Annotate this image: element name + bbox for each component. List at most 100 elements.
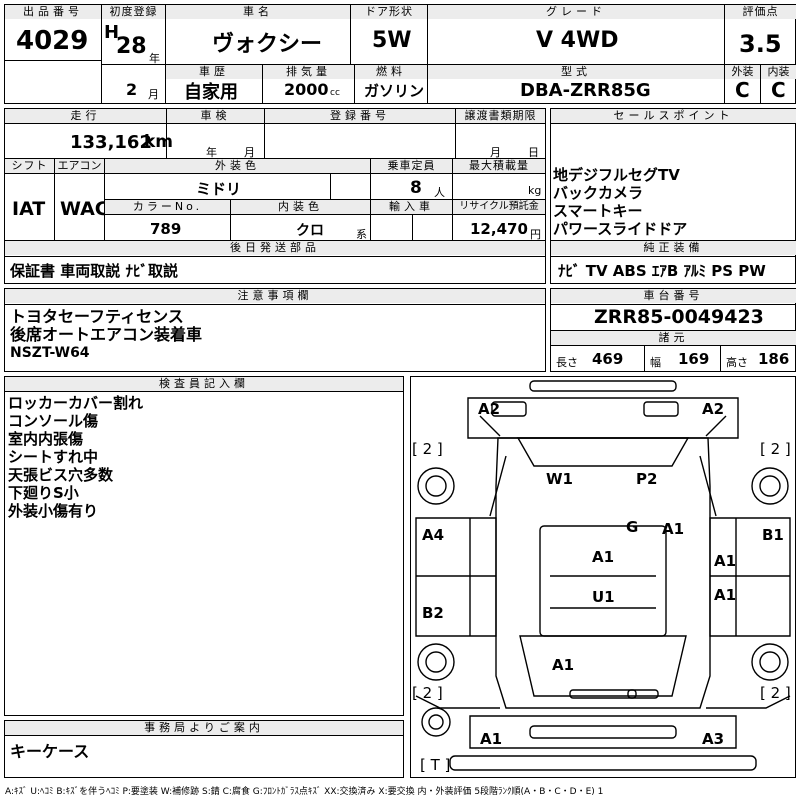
reg-year-unit: 年 xyxy=(149,52,160,65)
notes-label: 注意事項欄 xyxy=(5,289,545,303)
later-value: 保証書 車両取説 ﾅﾋﾞ取説 xyxy=(10,262,178,280)
sales-point: スマートキー xyxy=(553,202,643,220)
inspector-line: 外装小傷有り xyxy=(8,502,99,520)
regno-label: 登録番号 xyxy=(265,109,455,123)
mark-spare-tire: [ T ] xyxy=(420,756,451,774)
mark-b1: B1 xyxy=(762,526,784,544)
hgt-value: 186 xyxy=(758,350,790,368)
ac-label: エアコン xyxy=(55,159,104,173)
intcolor-unit: 系 xyxy=(356,228,367,241)
reg-label: 初度登録 xyxy=(102,5,165,19)
capacity-unit: 人 xyxy=(434,186,445,199)
mark-u1: U1 xyxy=(592,588,615,606)
detail-section xyxy=(4,108,546,284)
spec-label: 諸元 xyxy=(551,331,796,345)
mark-tire-rear-left: [ 2 ] xyxy=(412,684,443,702)
office-label: 事務局よりご案内 xyxy=(5,721,403,735)
reg-era: H xyxy=(104,22,120,43)
sales-point: バックカメラ xyxy=(553,184,644,202)
lot-number: 4029 xyxy=(16,26,89,56)
equip-label: 純正装備 xyxy=(551,241,796,255)
transfer-month-unit: 月 xyxy=(490,146,501,159)
model-label: 型式 xyxy=(428,65,724,79)
car-diagram-box xyxy=(410,376,796,778)
insp-year-unit: 年 xyxy=(206,146,217,159)
inspector-lines: ロッカーカバー割れ コンソール傷 室内内張傷 シートすれ中 天張ビス穴多数 下廻… xyxy=(8,394,143,520)
sales-label: セールスポイント xyxy=(551,109,796,123)
inspector-line: 室内内張傷 xyxy=(8,430,84,448)
notes-lines: トヨタセーフティセンス 後席オートエアコン装着車 NSZT-W64 xyxy=(10,308,202,362)
score-value: 3.5 xyxy=(739,30,782,58)
sales-point: パワースライドドア xyxy=(553,220,688,238)
grade-value: V 4WD xyxy=(536,28,619,53)
mark-a2-front-left: A2 xyxy=(478,400,501,418)
mark-a1-rdoor1: A1 xyxy=(714,552,737,570)
len-label: 長さ xyxy=(556,356,578,369)
transfer-label: 譲渡書類期限 xyxy=(456,109,545,123)
color-label: 外装色 xyxy=(105,159,370,173)
capacity-label: 乗車定員 xyxy=(371,159,452,173)
score-label: 評価点 xyxy=(725,5,796,19)
wid-value: 169 xyxy=(678,350,710,368)
sales-box xyxy=(550,108,796,284)
mark-a1-hood: A1 xyxy=(662,520,685,538)
intcolor-label: 内装色 xyxy=(231,200,370,214)
inspection-label: 車検 xyxy=(167,109,264,123)
reg-month-unit: 月 xyxy=(148,88,159,101)
mark-w1: W1 xyxy=(546,470,573,488)
wid-label: 幅 xyxy=(650,356,661,369)
top-section xyxy=(4,4,796,104)
later-label: 後日発送部品 xyxy=(5,241,545,255)
mark-tire-front-right: [ 2 ] xyxy=(760,440,791,458)
mark-a1-roof: A1 xyxy=(592,548,615,566)
import-label: 輸入車 xyxy=(371,200,452,214)
equip-value: ﾅﾋﾞ TV ABS ｴｱB ｱﾙﾐ PS PW xyxy=(558,262,766,280)
inspector-box xyxy=(4,376,404,716)
load-label: 最大積載量 xyxy=(453,159,545,173)
mark-a1-tail: A1 xyxy=(552,656,575,674)
door-type: 5W xyxy=(372,28,412,53)
chassis-number: ZRR85-0049423 xyxy=(594,306,764,328)
color-value: ミドリ xyxy=(196,180,242,198)
km-unit: km xyxy=(144,132,174,152)
mark-tire-front-left: [ 2 ] xyxy=(412,440,443,458)
recycle-value: 12,470 xyxy=(470,220,528,238)
notes-box xyxy=(4,288,546,372)
mark-a1-rear-left: A1 xyxy=(480,730,503,748)
transfer-day-unit: 日 xyxy=(528,146,539,159)
chassis-label: 車台番号 xyxy=(551,289,796,303)
mileage-label: 走行 xyxy=(5,109,166,123)
mark-a1-rdoor2: A1 xyxy=(714,586,737,604)
model-value: DBA-ZRR85G xyxy=(520,80,651,101)
history-value: 自家用 xyxy=(184,82,238,103)
colorno-label: カラーNo. xyxy=(105,200,230,214)
mileage-value: 133,162 xyxy=(70,132,152,153)
hgt-label: 高さ xyxy=(726,356,748,369)
cc-unit: cc xyxy=(330,88,340,98)
recycle-label: リサイクル預託金 xyxy=(453,200,545,214)
reg-year: 28 xyxy=(116,34,147,59)
capacity-value: 8 xyxy=(410,178,422,198)
displacement-value: 2000 xyxy=(284,80,329,99)
ac-value: WAC xyxy=(60,198,109,220)
car-diagram xyxy=(415,380,791,771)
mark-g: G xyxy=(626,518,639,536)
sales-point: 地デジフルセグTV xyxy=(553,166,680,184)
inspector-line: コンソール傷 xyxy=(8,412,99,430)
fuel-value: ガソリン xyxy=(364,82,425,100)
load-unit: kg xyxy=(528,184,542,197)
mark-a4: A4 xyxy=(422,526,445,544)
grade-label: グレード xyxy=(428,5,724,19)
lot-label: 出品番号 xyxy=(5,5,101,19)
door-label: ドア形状 xyxy=(351,5,427,19)
mark-a2-front-right: A2 xyxy=(702,400,725,418)
shift-label: シフト xyxy=(5,159,54,173)
shift-value: IAT xyxy=(12,198,46,220)
mark-b2: B2 xyxy=(422,604,444,622)
inspector-line: ロッカーカバー割れ xyxy=(8,394,144,412)
legend: A:ｷｽﾞ U:ﾍｺﾐ B:ｷｽﾞを伴うﾍｺﾐ P:要塗装 W:補修跡 S:錆 … xyxy=(5,787,604,797)
history-label: 車歴 xyxy=(166,65,262,79)
inspector-line: 天張ビス穴多数 xyxy=(8,466,114,484)
displacement-label: 排気量 xyxy=(263,65,354,79)
inspector-label: 検査員記入欄 xyxy=(5,377,403,391)
